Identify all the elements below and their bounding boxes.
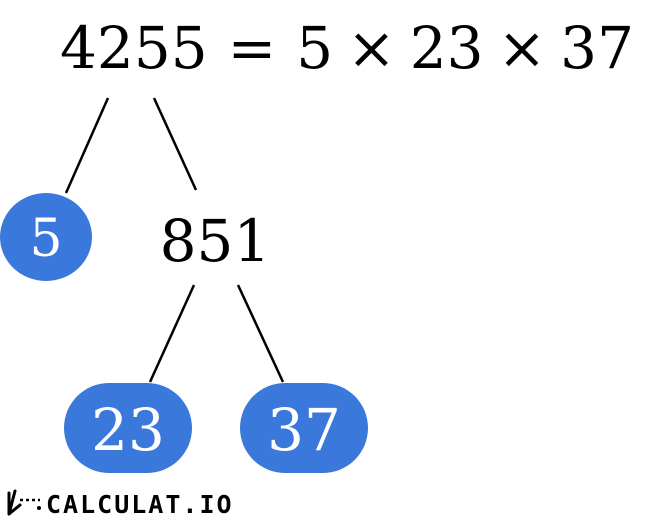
prime-label-23: 23 <box>91 396 165 464</box>
root-number: 4255 <box>60 14 208 82</box>
equals-sign: = <box>228 14 277 82</box>
composite-node-851: 851 <box>160 207 271 275</box>
edge-851-to-37 <box>236 284 285 383</box>
prime-node-5: 5 <box>0 193 92 281</box>
equation-text: 4255=5×23×37 <box>60 14 634 82</box>
times-sign-1: × <box>347 14 396 82</box>
edge-root-to-5 <box>64 97 110 194</box>
calculat-io-logo: CALCULAT.IO <box>6 487 234 521</box>
edge-851-to-23 <box>148 284 196 383</box>
factor-2: 23 <box>410 14 484 82</box>
prime-label-5: 5 <box>29 209 62 269</box>
factor-3: 37 <box>560 14 634 82</box>
prime-label-37: 37 <box>267 396 341 464</box>
pen-nib-icon <box>6 487 42 521</box>
prime-node-37: 37 <box>240 383 368 473</box>
prime-node-23: 23 <box>64 383 192 473</box>
logo-text: CALCULAT.IO <box>46 489 234 519</box>
edge-root-to-851 <box>152 97 198 191</box>
times-sign-2: × <box>498 14 547 82</box>
factor-1: 5 <box>296 14 333 82</box>
